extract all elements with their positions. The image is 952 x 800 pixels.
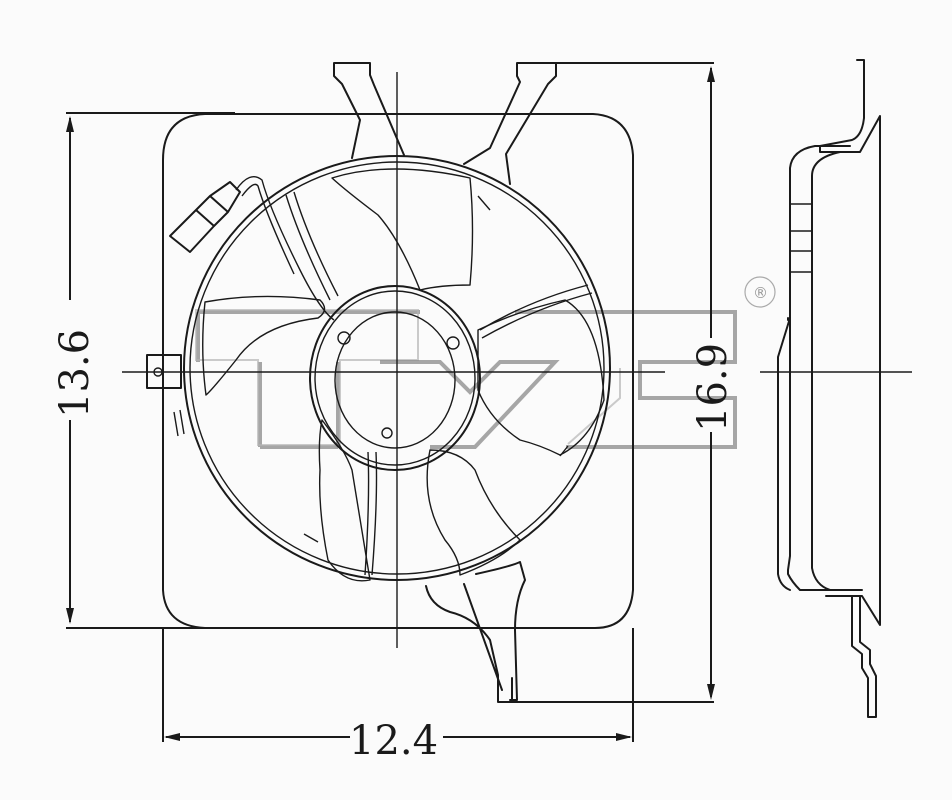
front-view <box>122 62 700 703</box>
spoke-right <box>479 284 593 339</box>
fan-blade-top <box>331 168 474 291</box>
motor-ring-outer <box>309 285 481 471</box>
fan-blade-bottom-right <box>426 449 521 576</box>
wire-harness <box>235 176 335 321</box>
fan-blade-bottom-left <box>318 419 371 582</box>
spoke-upper-left <box>285 191 339 301</box>
clip-lower-right <box>559 445 569 457</box>
hub-hole-left <box>337 331 351 345</box>
wire-connector <box>169 181 241 253</box>
side-bracket-bottom <box>851 595 877 718</box>
dimension-overall-height-label: 16.9 <box>690 343 736 432</box>
top-bracket-left <box>333 62 405 159</box>
bottom-bracket <box>425 561 526 703</box>
fan-blade-right <box>477 299 605 456</box>
side-view <box>760 59 912 718</box>
registered-circle <box>744 276 776 308</box>
dimension-height-label: 13.6 <box>52 329 98 418</box>
shroud-outline <box>162 113 634 629</box>
watermark-logo: ® <box>195 276 776 449</box>
motor-core <box>334 311 456 449</box>
fan-blade-left <box>202 295 326 396</box>
side-shroud-inner <box>811 151 841 591</box>
hub-hole-right <box>446 336 460 350</box>
side-bracket-top <box>819 59 881 626</box>
side-shroud-lower-step <box>777 317 791 591</box>
hub-hole-bottom <box>381 427 393 439</box>
dimension-lines: 13.6 16.9 12.4 <box>52 62 736 764</box>
motor-ring-inner <box>314 290 476 466</box>
clip-upper <box>477 195 491 211</box>
clip-lower-left <box>303 533 319 543</box>
top-bracket-right <box>463 62 557 185</box>
side-shroud-outer <box>787 145 863 591</box>
spoke-lower <box>364 451 378 576</box>
clip-left <box>173 409 185 437</box>
registered-mark: ® <box>753 284 768 302</box>
dimension-width-label: 12.4 <box>349 718 438 764</box>
